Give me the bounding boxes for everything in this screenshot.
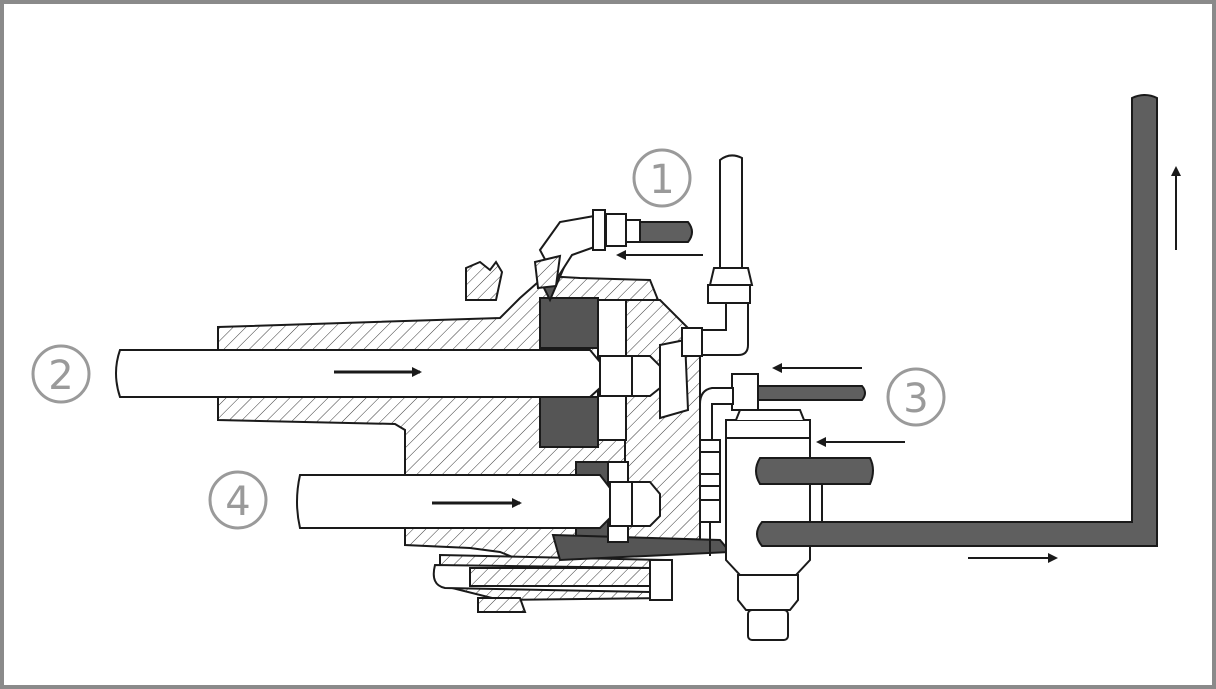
callout-2-label: 2: [48, 353, 73, 399]
callout-3: 3: [886, 367, 946, 427]
outlet-pipe: [756, 94, 1158, 547]
callout-4: 4: [208, 470, 268, 530]
callout-1-label: 1: [649, 157, 674, 203]
check-valves: [699, 439, 721, 556]
callout-1: 1: [632, 148, 692, 208]
housing-body: [217, 260, 702, 613]
callout-4-label: 4: [225, 479, 250, 525]
inlet-3-line: [699, 373, 866, 441]
callout-2: 2: [31, 344, 91, 404]
bolt-lower: [432, 559, 673, 601]
manifold-inlet-pipe: [755, 457, 874, 485]
inlet-1-fitting: [533, 209, 693, 290]
callout-3-label: 3: [903, 376, 928, 422]
vertical-feed-pipe: [681, 154, 754, 357]
